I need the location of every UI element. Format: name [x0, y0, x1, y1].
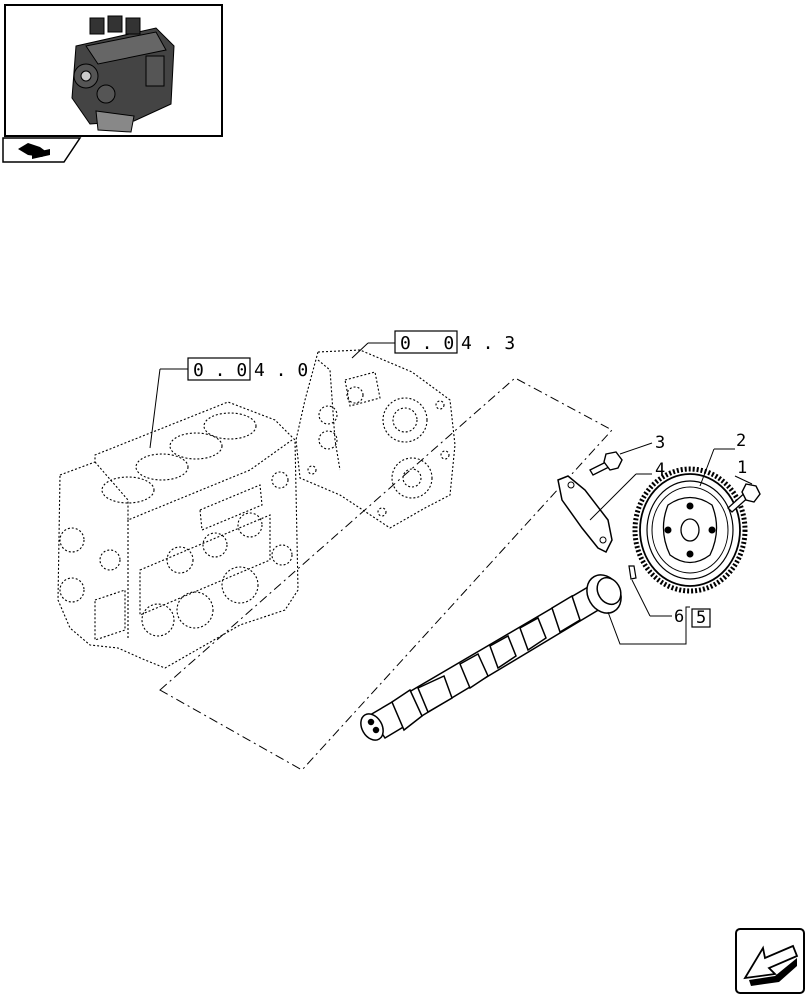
- callout-2[interactable]: 2: [736, 431, 746, 451]
- engine-part-nav-tab[interactable]: [2, 137, 82, 163]
- reference-box-043: [394, 330, 458, 354]
- reference-label-040[interactable]: 0 . 0 4 . 0: [149, 357, 308, 449]
- thrust-plate-bolt: [589, 451, 623, 476]
- timing-cover-outline: [295, 349, 456, 529]
- callout-6[interactable]: 6: [674, 607, 684, 627]
- callout-5[interactable]: 5: [696, 608, 706, 628]
- engine-part-nav-icon: [18, 143, 50, 159]
- callout-leaders: [589, 442, 753, 645]
- reference-box-040: [187, 357, 251, 381]
- camshaft-gear: [632, 466, 748, 594]
- engine-thumbnail-frame: [4, 4, 223, 137]
- callout-4[interactable]: 4: [655, 460, 665, 480]
- reference-040-rest-text: 4 . 0: [254, 360, 308, 381]
- thrust-plate: [557, 475, 613, 554]
- reference-label-043[interactable]: 0 . 0 4 . 3: [351, 330, 515, 359]
- engine-thumbnail: [71, 15, 175, 133]
- engine-block-outline: [57, 401, 299, 669]
- callout-1[interactable]: 1: [737, 458, 747, 478]
- reference-043-boxed-text: 0 . 0: [400, 333, 454, 354]
- callout-5-box: [691, 608, 711, 628]
- callout-3[interactable]: 3: [655, 433, 665, 453]
- reference-040-boxed-text: 0 . 0: [193, 360, 247, 381]
- gear-bolt: [727, 483, 761, 513]
- reference-043-rest-text: 4 . 3: [461, 333, 515, 354]
- assembly-boundary: [159, 377, 613, 771]
- dowel-pin: [628, 565, 637, 580]
- next-page-arrow-icon: [743, 944, 799, 986]
- next-page-button[interactable]: [735, 928, 805, 994]
- camshaft: [360, 574, 622, 741]
